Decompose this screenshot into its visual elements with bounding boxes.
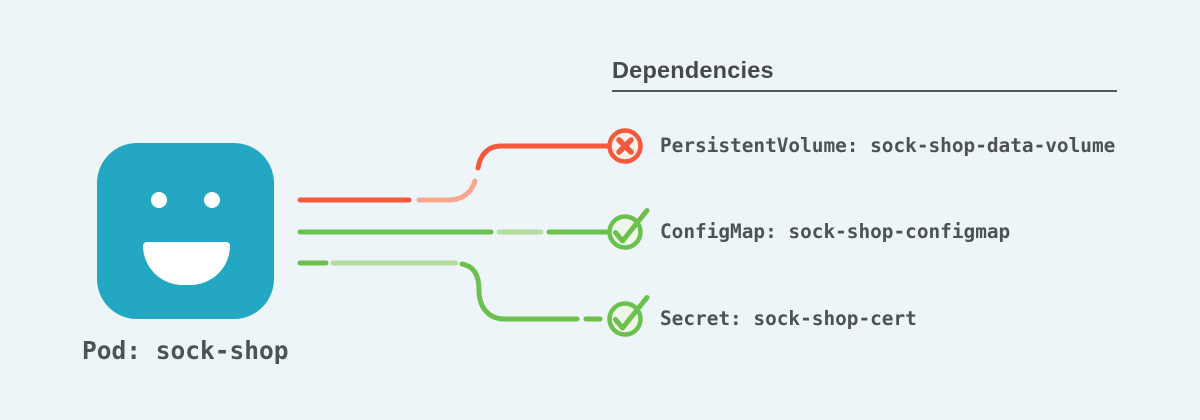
- check-mark: [613, 208, 650, 244]
- pod-eye-left: [151, 192, 167, 208]
- connector-persistentvolume-faded-segment: [416, 178, 478, 203]
- dependency-label-secret: Secret: sock-shop-cert: [660, 307, 917, 330]
- connector-persistentvolume: [297, 143, 614, 203]
- pod-mouth: [143, 242, 230, 285]
- x-mark: [616, 137, 634, 155]
- dependency-label-persistentvolume: PersistentVolume: sock-shop-data-volume: [660, 134, 1116, 157]
- check-circle-icon: [607, 208, 650, 250]
- pod-label: Pod: sock-shop: [82, 336, 289, 365]
- connector-persistentvolume-segment: [475, 143, 614, 171]
- check-mark: [613, 295, 650, 331]
- connector-secret-segment: [459, 261, 580, 322]
- pod-smiley-icon: [97, 143, 274, 319]
- x-circle-icon: [607, 128, 643, 164]
- connector-secret: [297, 260, 603, 322]
- dependencies-rule: [612, 90, 1117, 92]
- check-circle-icon: [607, 295, 650, 337]
- dependency-label-configmap: ConfigMap: sock-shop-configmap: [660, 220, 1011, 243]
- pod-eye-right: [204, 192, 220, 208]
- dependencies-title: Dependencies: [612, 57, 774, 83]
